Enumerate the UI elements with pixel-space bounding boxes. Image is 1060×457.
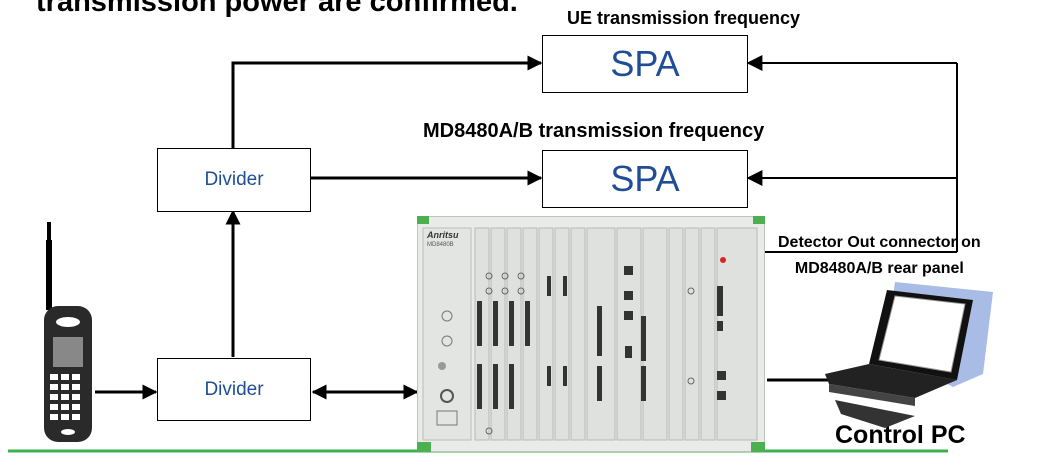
spa-top-box: SPA — [542, 35, 748, 93]
divider-lower-label: Divider — [204, 378, 264, 400]
detector-note-line1: Detector Out connector on — [778, 234, 981, 251]
divider-upper-box: Divider — [157, 148, 311, 212]
simulator-model: MD8480B — [427, 242, 454, 248]
divider-upper-label: Divider — [204, 169, 264, 190]
detector-note-line2: MD8480A/B rear panel — [794, 260, 964, 277]
simulator-brand: Anritsu — [427, 230, 459, 240]
spa-mid-caption: MD8480A/B transmission frequency — [423, 120, 765, 142]
line-divider-to-spa-top — [231, 55, 543, 148]
detector-note: Detector Out connector on MD8480A/B rear… — [778, 230, 981, 282]
spa-top-caption: UE transmission frequency — [567, 8, 801, 28]
page-title: transmission power are confirmed. — [36, 0, 518, 18]
spa-mid-box: SPA — [542, 150, 748, 208]
spa-top-label: SPA — [610, 43, 680, 84]
md8480-simulator: Anritsu MD8480B — [416, 215, 766, 453]
laptop-icon — [825, 282, 993, 428]
mobile-phone-icon — [44, 222, 92, 442]
divider-lower-box: Divider — [157, 358, 311, 421]
spa-mid-label: SPA — [610, 158, 680, 199]
control-pc-label: Control PC — [835, 421, 966, 449]
